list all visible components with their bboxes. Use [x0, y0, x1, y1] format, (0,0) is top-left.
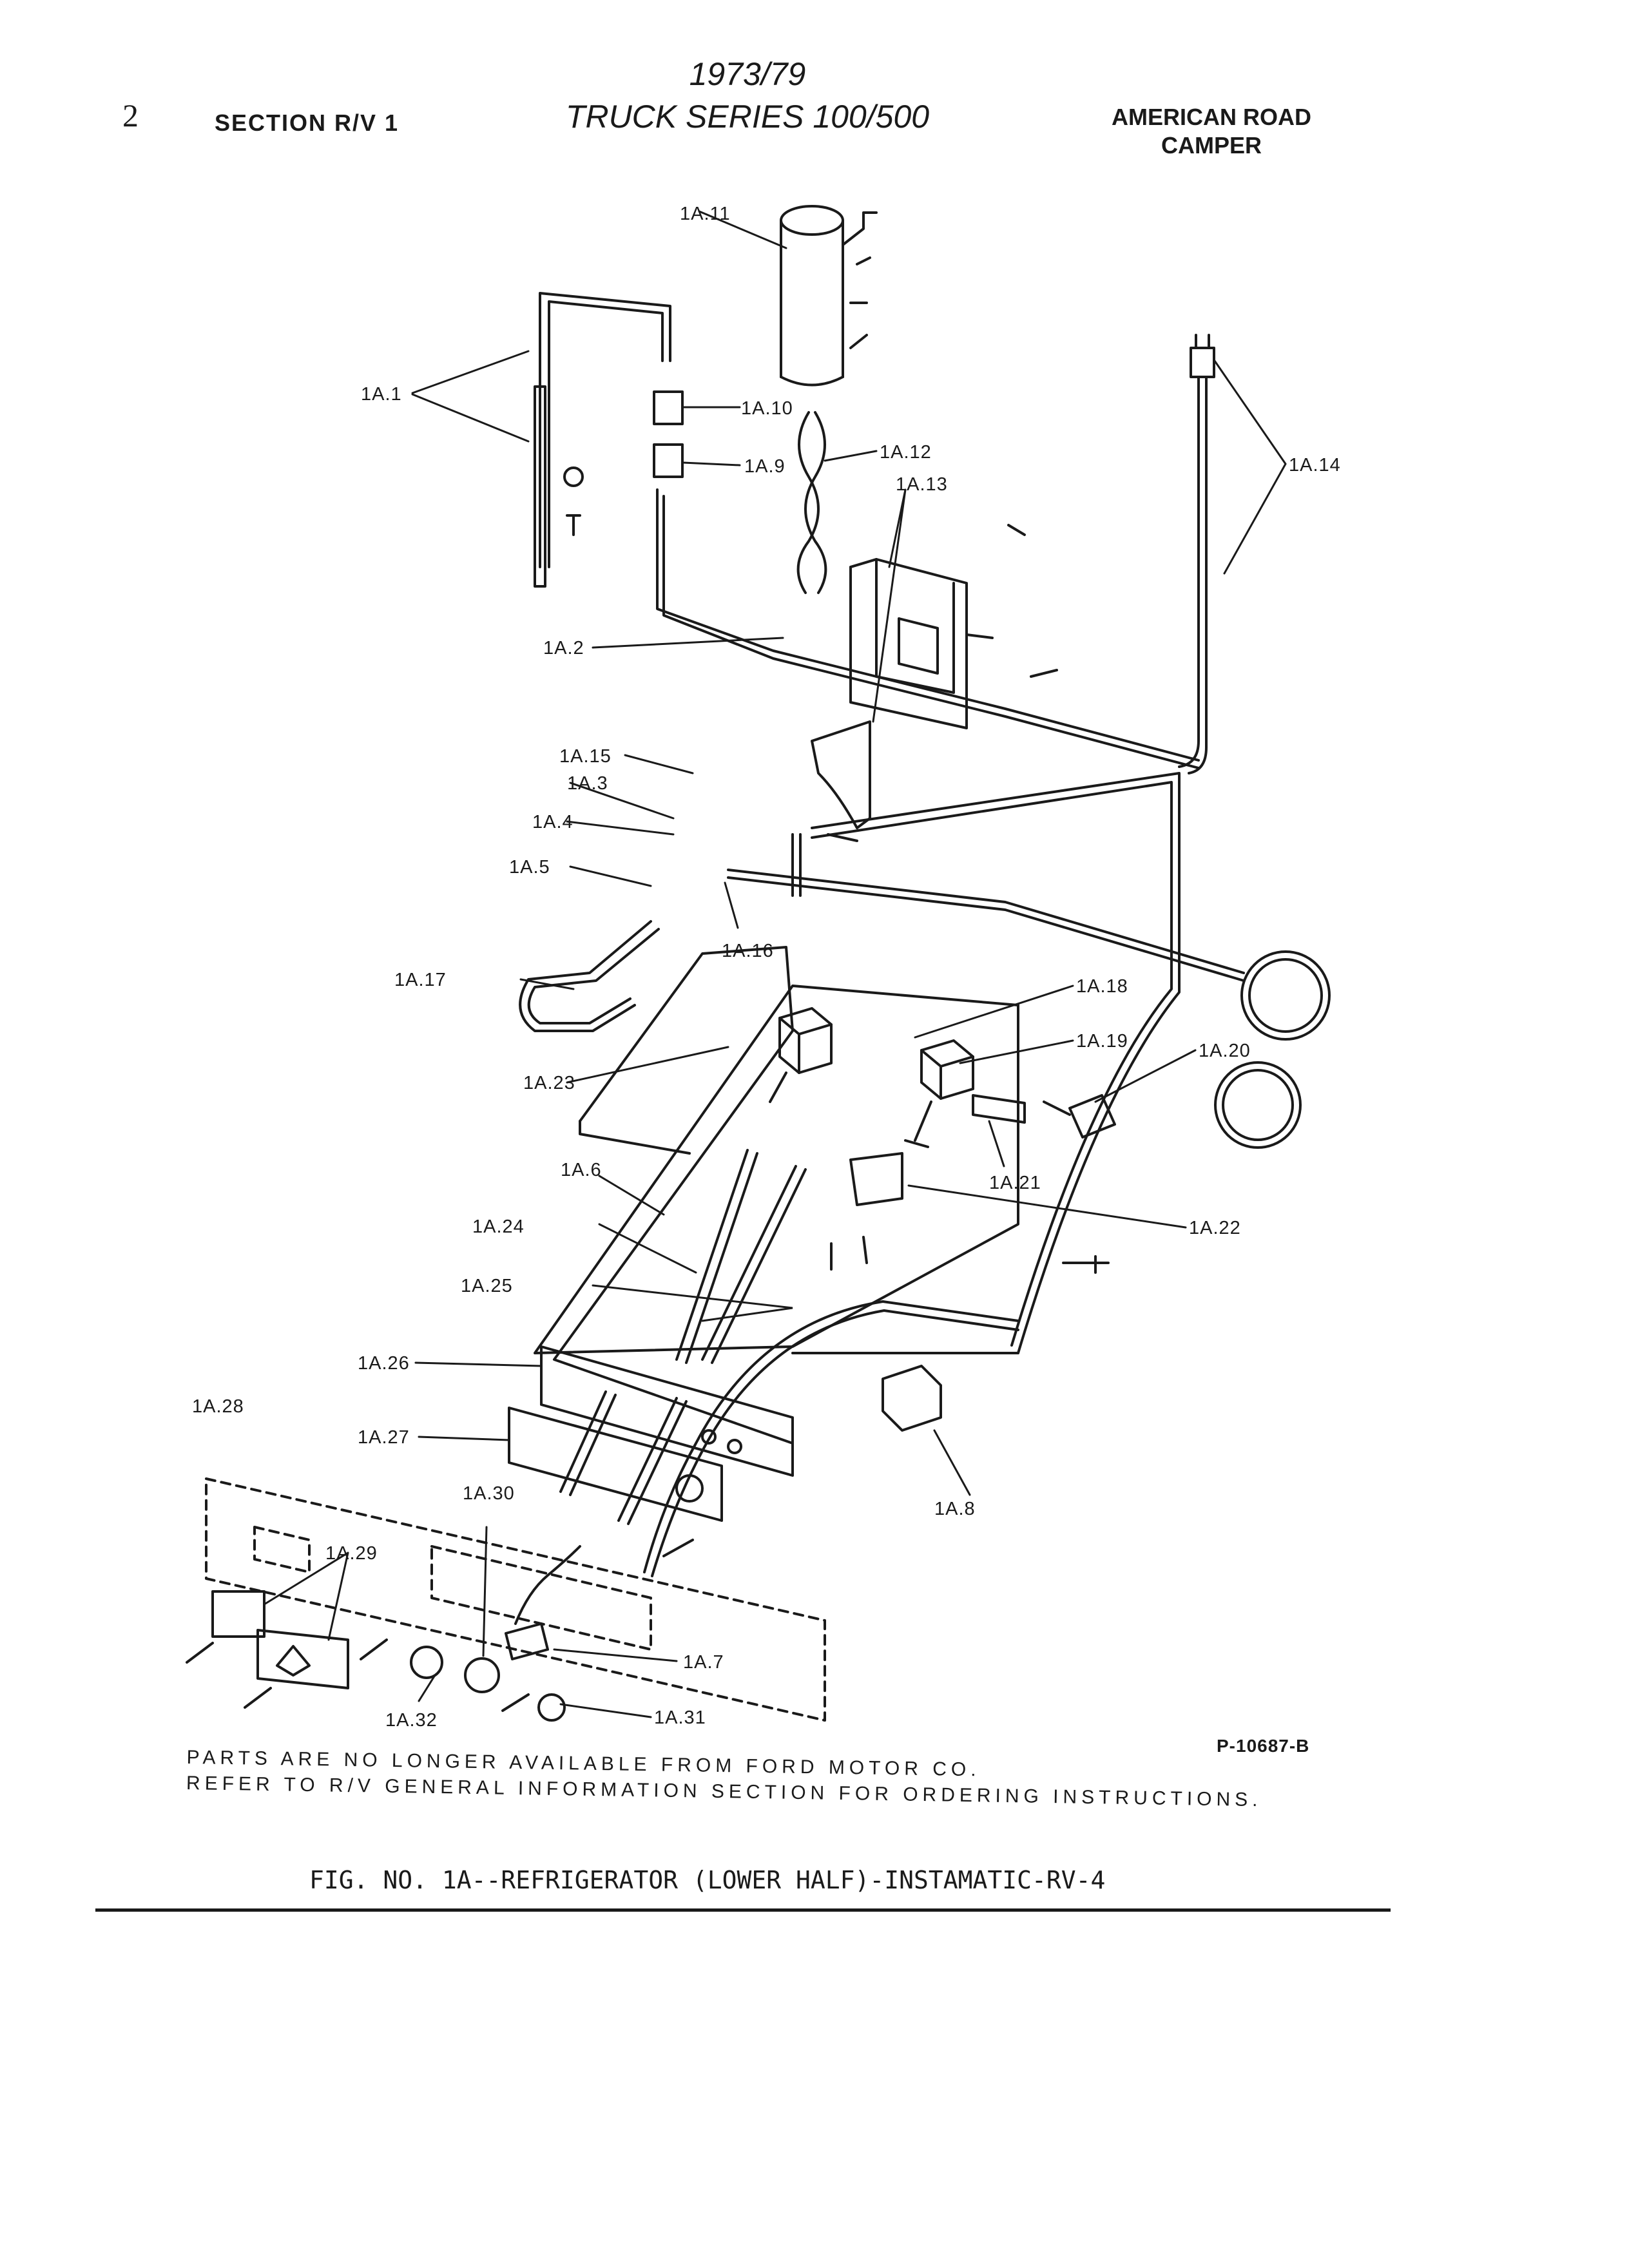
- mounting-bracket-part: [811, 558, 968, 829]
- burner-pan-part: [534, 985, 1019, 1364]
- part-label: 1A.13: [896, 474, 948, 495]
- part-label: 1A.8: [934, 1499, 976, 1519]
- part-label: 1A.5: [509, 857, 550, 878]
- valve-part: [904, 1039, 974, 1148]
- part-label: 1A.23: [523, 1073, 575, 1093]
- screw-part: [186, 524, 1071, 1712]
- drawing-number: P-10687-B: [1217, 1736, 1310, 1756]
- part-label: 1A.17: [394, 970, 447, 990]
- title-series: TRUCK SERIES 100/500: [565, 99, 930, 135]
- part-label: 1A.30: [463, 1483, 515, 1504]
- coiled-tube-part: [1214, 1061, 1302, 1149]
- page-number: 2: [122, 97, 139, 133]
- brand-label: AMERICAN ROAD CAMPER: [1070, 103, 1353, 160]
- part-label: 1A.7: [683, 1652, 724, 1673]
- part-label: 1A.20: [1199, 1041, 1251, 1061]
- twisted-wire-part: [796, 411, 820, 594]
- switch-part: [882, 1365, 942, 1432]
- knob-part: [410, 1646, 443, 1679]
- brand-line-2: CAMPER: [1161, 132, 1262, 159]
- brand-line-1: AMERICAN ROAD: [1112, 104, 1311, 130]
- part-label: 1A.27: [358, 1427, 410, 1448]
- part-label: 1A.4: [532, 812, 574, 832]
- front-panel-part: [508, 1345, 794, 1522]
- part-label: 1A.19: [1076, 1031, 1128, 1052]
- part-label: 1A.2: [543, 638, 584, 658]
- section-label: SECTION R/V 1: [215, 110, 400, 136]
- part-label: 1A.25: [461, 1276, 513, 1296]
- part-label: 1A.18: [1076, 976, 1128, 997]
- knob-part: [537, 1693, 566, 1722]
- part-label: 1A.22: [1189, 1218, 1241, 1238]
- title-years: 1973/79: [689, 56, 806, 92]
- coiled-tube-part: [1240, 950, 1331, 1041]
- knob-part: [464, 1657, 500, 1693]
- part-label: 1A.12: [880, 442, 932, 463]
- igniter-bracket-part: [849, 1152, 903, 1206]
- capillary-tube-part: [534, 292, 671, 588]
- figure-caption: FIG. NO. 1A--REFRIGERATOR (LOWER HALF)-I…: [309, 1866, 1106, 1894]
- part-label: 1A.1: [361, 384, 402, 405]
- fitting-part: [1068, 1094, 1116, 1139]
- part-label: 1A.11: [680, 204, 731, 224]
- part-label: 1A.31: [654, 1707, 706, 1728]
- power-cord-part: [1178, 334, 1215, 774]
- leader-lines: [263, 210, 1287, 1718]
- part-label: 1A.29: [325, 1543, 378, 1564]
- connector-part: [653, 443, 684, 478]
- part-label: 1A.6: [561, 1160, 602, 1180]
- part-label: 1A.9: [744, 456, 786, 477]
- connector-part: [653, 390, 684, 425]
- part-label: 1A.14: [1289, 455, 1341, 476]
- igniter-part: [505, 1622, 549, 1660]
- part-label: 1A.16: [722, 941, 774, 961]
- fitting-part: [972, 1094, 1026, 1124]
- name-plate-part: [211, 1590, 349, 1689]
- valve-part: [769, 1007, 833, 1103]
- document-title: 1973/79 TRUCK SERIES 100/500: [554, 53, 941, 138]
- part-label: 1A.21: [989, 1173, 1041, 1193]
- part-label: 1A.3: [567, 773, 608, 794]
- gas-tube-part: [519, 920, 652, 1032]
- tray-frame-part: [553, 772, 1181, 1445]
- trim-panel-part: [205, 1477, 826, 1722]
- part-label: 1A.10: [741, 398, 793, 419]
- part-label: 1A.26: [358, 1353, 410, 1374]
- cylinder-part: [780, 205, 878, 387]
- caption-divider: [95, 1908, 1391, 1912]
- part-label: 1A.24: [472, 1216, 525, 1237]
- part-label: 1A.28: [192, 1396, 244, 1417]
- part-label: 1A.15: [559, 746, 612, 767]
- part-label: 1A.32: [385, 1710, 438, 1731]
